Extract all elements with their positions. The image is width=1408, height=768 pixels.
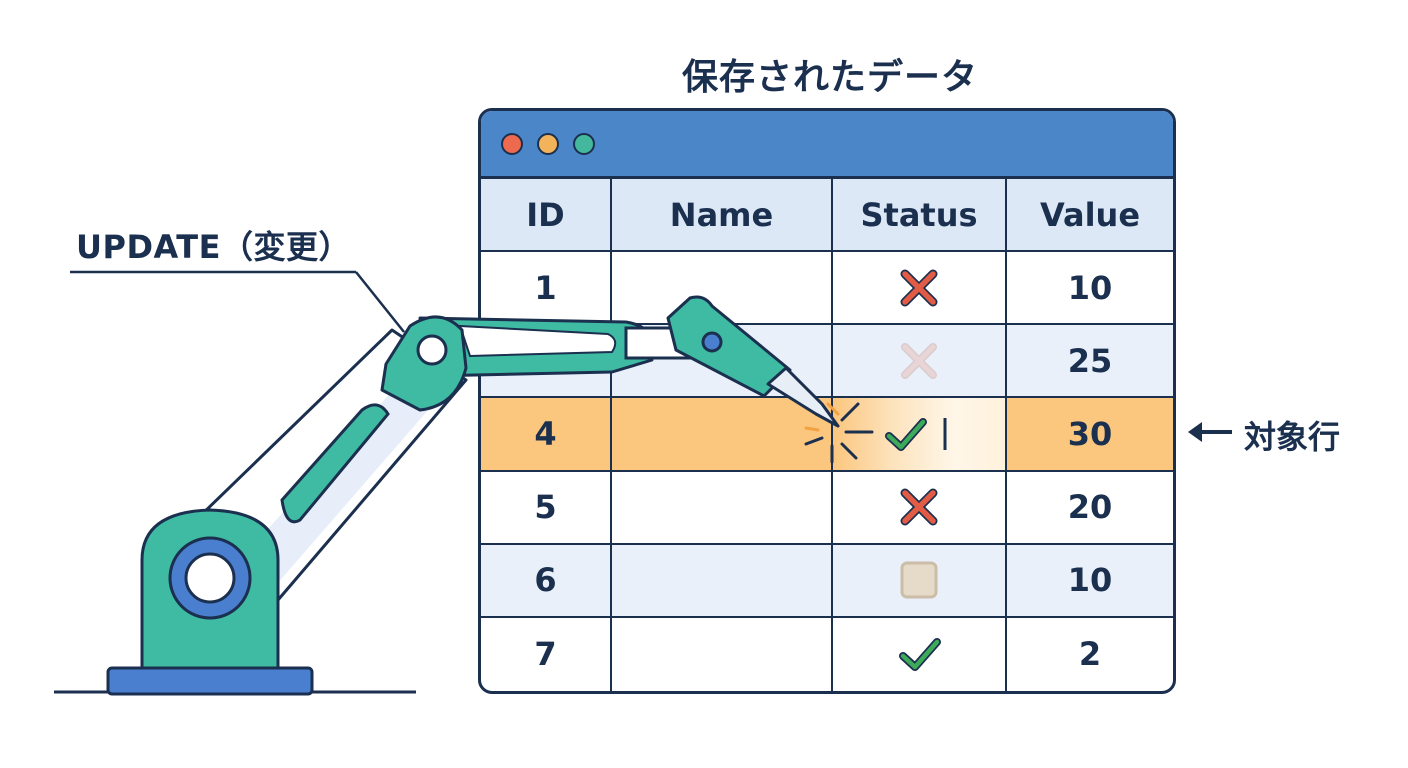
maximize-dot-icon[interactable] — [573, 133, 595, 155]
wrist-pin — [701, 331, 723, 353]
cell-status — [833, 325, 1007, 399]
check-editing-icon — [885, 417, 947, 451]
cell-value: 10 — [1007, 252, 1173, 326]
header-name: Name — [612, 179, 833, 253]
cell-status — [833, 544, 1007, 618]
cell-name — [612, 544, 833, 618]
empty-box-icon — [900, 561, 938, 599]
update-leader-line — [355, 271, 405, 333]
tool-tip — [766, 366, 840, 428]
minimize-dot-icon[interactable] — [537, 133, 559, 155]
cell-id: 5 — [481, 471, 612, 545]
robot-base-plate — [106, 666, 314, 696]
cell-name — [612, 471, 833, 545]
upper-arm-highlight — [458, 324, 617, 358]
x-icon — [900, 488, 938, 526]
page-title: 保存されたデータ — [681, 57, 978, 98]
x-icon — [900, 269, 938, 307]
target-row-label: 対象行 — [1244, 418, 1341, 456]
data-table: ID Name Status Value 1 10 — [481, 179, 1173, 691]
cell-id: 6 — [481, 544, 612, 618]
cell-value: 25 — [1007, 325, 1173, 399]
check-icon — [899, 638, 941, 672]
header-id: ID — [481, 179, 612, 253]
cell-name — [612, 398, 833, 472]
cell-id: 4 — [481, 398, 612, 472]
cell-id: 7 — [481, 617, 612, 691]
cell-status — [833, 471, 1007, 545]
cell-status[interactable] — [833, 398, 1007, 472]
cell-value: 10 — [1007, 544, 1173, 618]
elbow-joint — [380, 315, 468, 412]
window-titlebar — [481, 111, 1173, 179]
cell-value: 2 — [1078, 635, 1102, 674]
update-label: UPDATE（変更） — [76, 228, 351, 266]
base-joint-inner — [184, 552, 236, 604]
cell-status — [833, 252, 1007, 326]
data-window: ID Name Status Value 1 10 — [478, 108, 1176, 694]
header-status: Status — [833, 179, 1007, 253]
cell-name — [612, 617, 833, 691]
target-arrow-icon — [1188, 422, 1202, 442]
x-faded-icon — [901, 342, 937, 379]
spark-icon — [804, 402, 874, 464]
header-value: Value — [1007, 179, 1173, 253]
cell-value: 30 — [1007, 398, 1173, 472]
cell-status — [833, 617, 1007, 691]
cell-value: 20 — [1007, 472, 1173, 545]
elbow-joint-pin — [416, 334, 448, 366]
lower-arm-stripe — [280, 403, 390, 524]
close-dot-icon[interactable] — [501, 133, 523, 155]
